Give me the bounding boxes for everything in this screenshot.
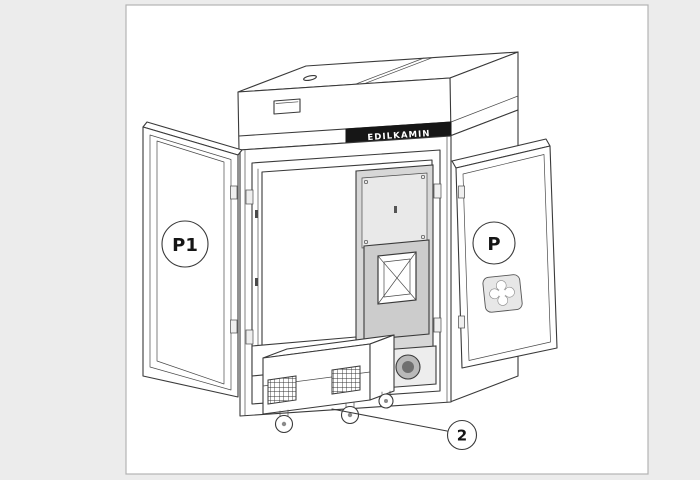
caster-wheel (378, 390, 394, 409)
firebox-window-inner (383, 258, 411, 298)
caster-wheel (340, 401, 360, 425)
left-door-frame-line (156, 140, 225, 385)
display-panel (273, 98, 301, 115)
lid-split-line (355, 57, 425, 85)
right-door: P (451, 138, 558, 369)
drawer-right-face (369, 334, 395, 401)
door-opening-frame (251, 149, 441, 405)
slot-mark (394, 206, 397, 213)
window-cross-lines (377, 251, 417, 305)
callout-p (472, 221, 516, 265)
hinge (433, 183, 442, 199)
hinge (245, 329, 254, 345)
vent-grille (331, 365, 361, 395)
callout-p1-label: P1 (172, 235, 198, 256)
hinge (458, 315, 465, 329)
jamb-slot (255, 278, 258, 286)
lid-split-line (364, 57, 434, 84)
callout-2-group: 2 (331, 408, 478, 451)
clover-icon (489, 280, 515, 306)
right-door-frame-line (462, 154, 551, 361)
clover-plate (482, 274, 523, 313)
hood-band-line-side (450, 95, 519, 123)
hinge (230, 319, 238, 334)
hinge (458, 185, 465, 199)
callout-2 (446, 419, 478, 451)
lid-handle (303, 74, 317, 82)
hinge (230, 185, 238, 200)
left-door: P1 (142, 121, 243, 398)
callout-2-label: 2 (457, 427, 467, 445)
callout-p-label: P (487, 234, 500, 255)
screw (363, 239, 369, 245)
flue-outlet-core (402, 361, 414, 373)
callout-p1 (161, 220, 209, 268)
vent-grille (267, 375, 297, 405)
left-door-frame-line (149, 134, 232, 391)
screw (420, 174, 426, 180)
hinge (245, 189, 254, 205)
caster-wheel (274, 409, 294, 434)
screw (420, 234, 426, 240)
hinge (433, 317, 442, 333)
ash-drawer (262, 334, 395, 434)
display-line (275, 101, 299, 104)
leader-line (331, 408, 448, 432)
jamb-slot (255, 210, 258, 218)
screw (363, 179, 369, 185)
